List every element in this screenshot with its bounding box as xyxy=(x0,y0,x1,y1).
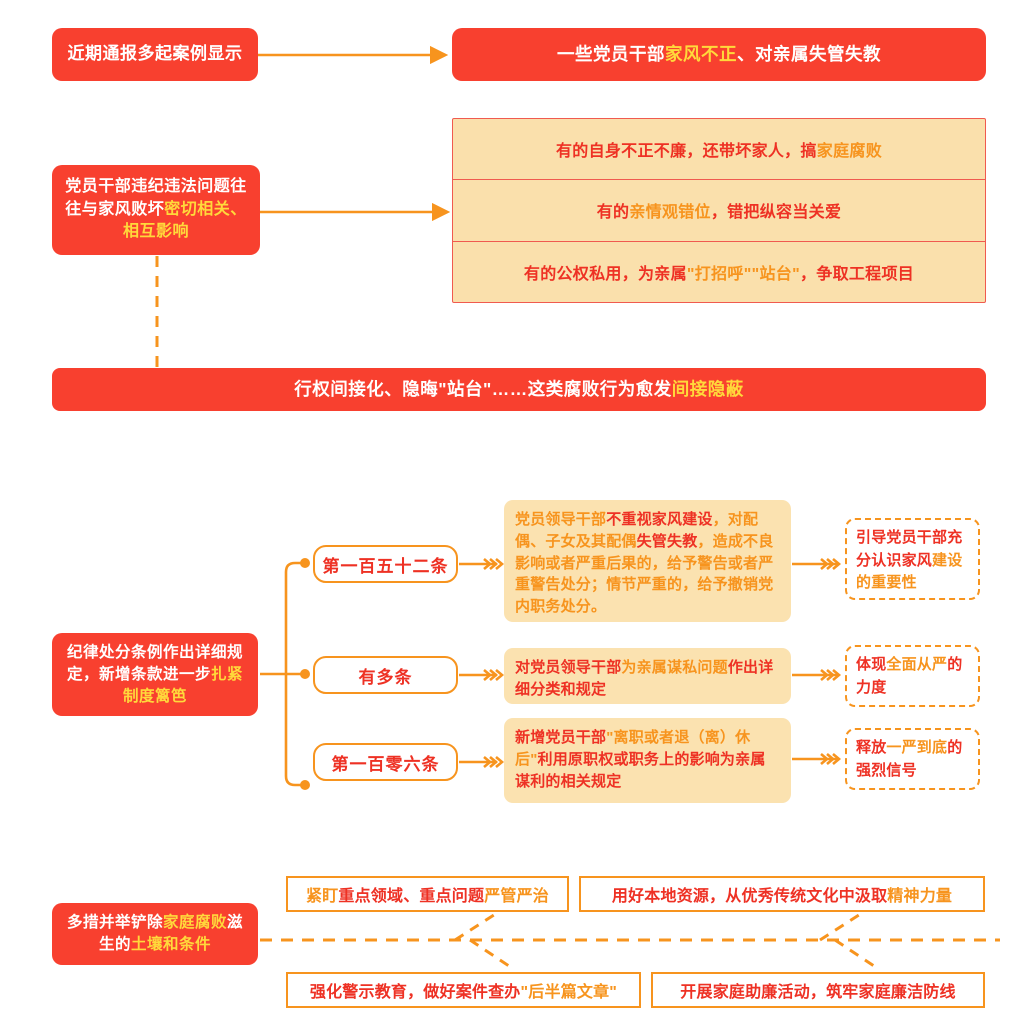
article-note-text: 释放一严到底的强烈信号 xyxy=(856,739,963,779)
connector-s3-bracket xyxy=(260,561,303,787)
table-row-text: 有的公权私用，为亲属"打招呼""站台"，争取工程项目 xyxy=(523,265,915,283)
connector-s4-branches xyxy=(454,911,878,970)
article-card-2: 对党员领导干部为亲属谋私问题作出详细分类和规定 xyxy=(504,648,791,704)
article-note-text: 引导党员干部充分认识家风建设的重要性 xyxy=(856,529,963,591)
article-card-text: 党员领导干部不重视家风建设，对配偶、子女及其配偶失管失教，造成不良影响或者严重后… xyxy=(515,511,774,615)
article-note-3: 释放一严到底的强烈信号 xyxy=(845,728,980,790)
s2-table: 有的自身不正不廉，还带坏家人，搞家庭腐败 有的亲情观错位，错把纵容当关爱 有的公… xyxy=(452,118,986,303)
s4-source-text: 多措并举铲除家庭腐败滋生的土壤和条件 xyxy=(66,914,244,953)
article-card-text: 新增党员干部"离职或者退（离）休后"利用原职权或职务上的影响为亲属谋利的相关规定 xyxy=(515,729,766,790)
s3-source-text: 纪律处分条例作出详细规定，新增条款进一步扎紧制度篱笆 xyxy=(66,643,244,705)
article-pill-3[interactable]: 第一百零六条 xyxy=(313,743,458,781)
s2-source-text: 党员干部违纪违法问题往往与家风败坏密切相关、相互影响 xyxy=(65,177,247,241)
measure-text: 紧盯重点领域、重点问题严管严治 xyxy=(305,888,550,905)
table-row: 有的自身不正不廉，还带坏家人，搞家庭腐败 xyxy=(453,119,985,181)
article-pill-2[interactable]: 有多条 xyxy=(313,656,458,694)
connector-pill-card-2 xyxy=(459,669,505,681)
s2-source-box: 党员干部违纪违法问题往往与家风败坏密切相关、相互影响 xyxy=(52,165,260,255)
article-card-3: 新增党员干部"离职或者退（离）休后"利用原职权或职务上的影响为亲属谋利的相关规定 xyxy=(504,718,791,803)
s2-wide-banner-text: 行权间接化、隐晦"站台"……这类腐败行为愈发间接隐蔽 xyxy=(294,379,744,400)
article-pill-1[interactable]: 第一百五十二条 xyxy=(313,545,458,583)
s1-banner-box: 一些党员干部家风不正、对亲属失管失教 xyxy=(452,28,986,81)
s4-source-box: 多措并举铲除家庭腐败滋生的土壤和条件 xyxy=(52,903,258,965)
connector-pill-card-3 xyxy=(459,756,505,768)
article-pill-label: 第一百零六条 xyxy=(331,754,440,774)
s1-banner-text: 一些党员干部家风不正、对亲属失管失教 xyxy=(557,44,881,65)
measure-text: 开展家庭助廉活动，筑牢家庭廉洁防线 xyxy=(680,984,956,1001)
table-row-text: 有的亲情观错位，错把纵容当关爱 xyxy=(596,204,842,222)
article-card-1: 党员领导干部不重视家风建设，对配偶、子女及其配偶失管失教，造成不良影响或者严重后… xyxy=(504,500,791,622)
measure-box-1: 紧盯重点领域、重点问题严管严治 xyxy=(286,876,569,912)
measure-text: 强化警示教育，做好案件查办"后半篇文章" xyxy=(309,984,618,1001)
measure-box-3: 强化警示教育，做好案件查办"后半篇文章" xyxy=(286,972,641,1008)
table-row: 有的亲情观错位，错把纵容当关爱 xyxy=(453,180,985,242)
connector-card-note-3 xyxy=(792,753,842,765)
s2-wide-banner: 行权间接化、隐晦"站台"……这类腐败行为愈发间接隐蔽 xyxy=(52,368,986,411)
connector-pill-card-1 xyxy=(459,558,505,570)
measure-box-2: 用好本地资源，从优秀传统文化中汲取精神力量 xyxy=(579,876,985,912)
measure-box-4: 开展家庭助廉活动，筑牢家庭廉洁防线 xyxy=(651,972,985,1008)
measure-text: 用好本地资源，从优秀传统文化中汲取精神力量 xyxy=(611,888,953,905)
s1-source-box: 近期通报多起案例显示 xyxy=(52,28,258,81)
article-note-2: 体现全面从严的力度 xyxy=(845,645,980,707)
article-pill-label: 有多条 xyxy=(358,667,413,687)
s1-source-text: 近期通报多起案例显示 xyxy=(67,44,243,64)
table-row-text: 有的自身不正不廉，还带坏家人，搞家庭腐败 xyxy=(555,143,882,161)
article-card-text: 对党员领导干部为亲属谋私问题作出详细分类和规定 xyxy=(515,659,774,698)
article-note-1: 引导党员干部充分认识家风建设的重要性 xyxy=(845,518,980,600)
table-row: 有的公权私用，为亲属"打招呼""站台"，争取工程项目 xyxy=(453,242,985,302)
s3-source-box: 纪律处分条例作出详细规定，新增条款进一步扎紧制度篱笆 xyxy=(52,633,258,716)
connector-s3-dots xyxy=(300,558,310,790)
article-pill-label: 第一百五十二条 xyxy=(322,556,449,576)
connector-card-note-1 xyxy=(792,558,842,570)
connector-card-note-2 xyxy=(792,669,842,681)
article-note-text: 体现全面从严的力度 xyxy=(856,656,963,696)
